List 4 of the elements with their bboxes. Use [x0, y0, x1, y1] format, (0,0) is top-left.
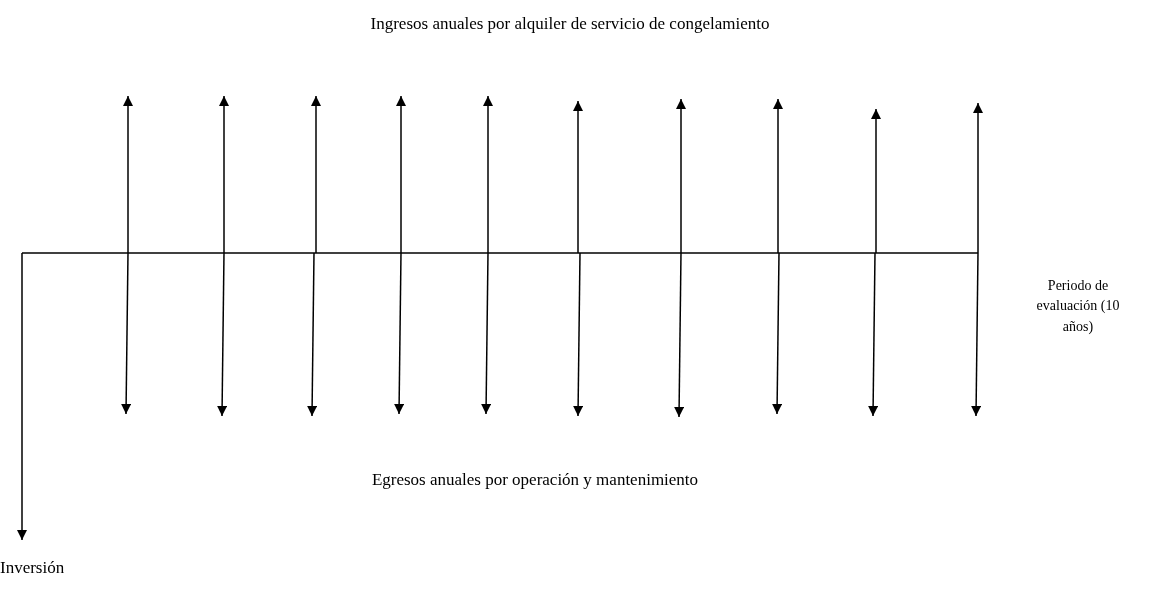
expense-label: Egresos anuales por operación y mantenimiento: [370, 469, 700, 491]
period-label: Periodo de evaluación (10 años): [1035, 277, 1121, 336]
investment-label: Inversión: [0, 557, 66, 579]
income-label: Ingresos anuales por alquiler de servicio de congelamiento: [369, 13, 771, 35]
